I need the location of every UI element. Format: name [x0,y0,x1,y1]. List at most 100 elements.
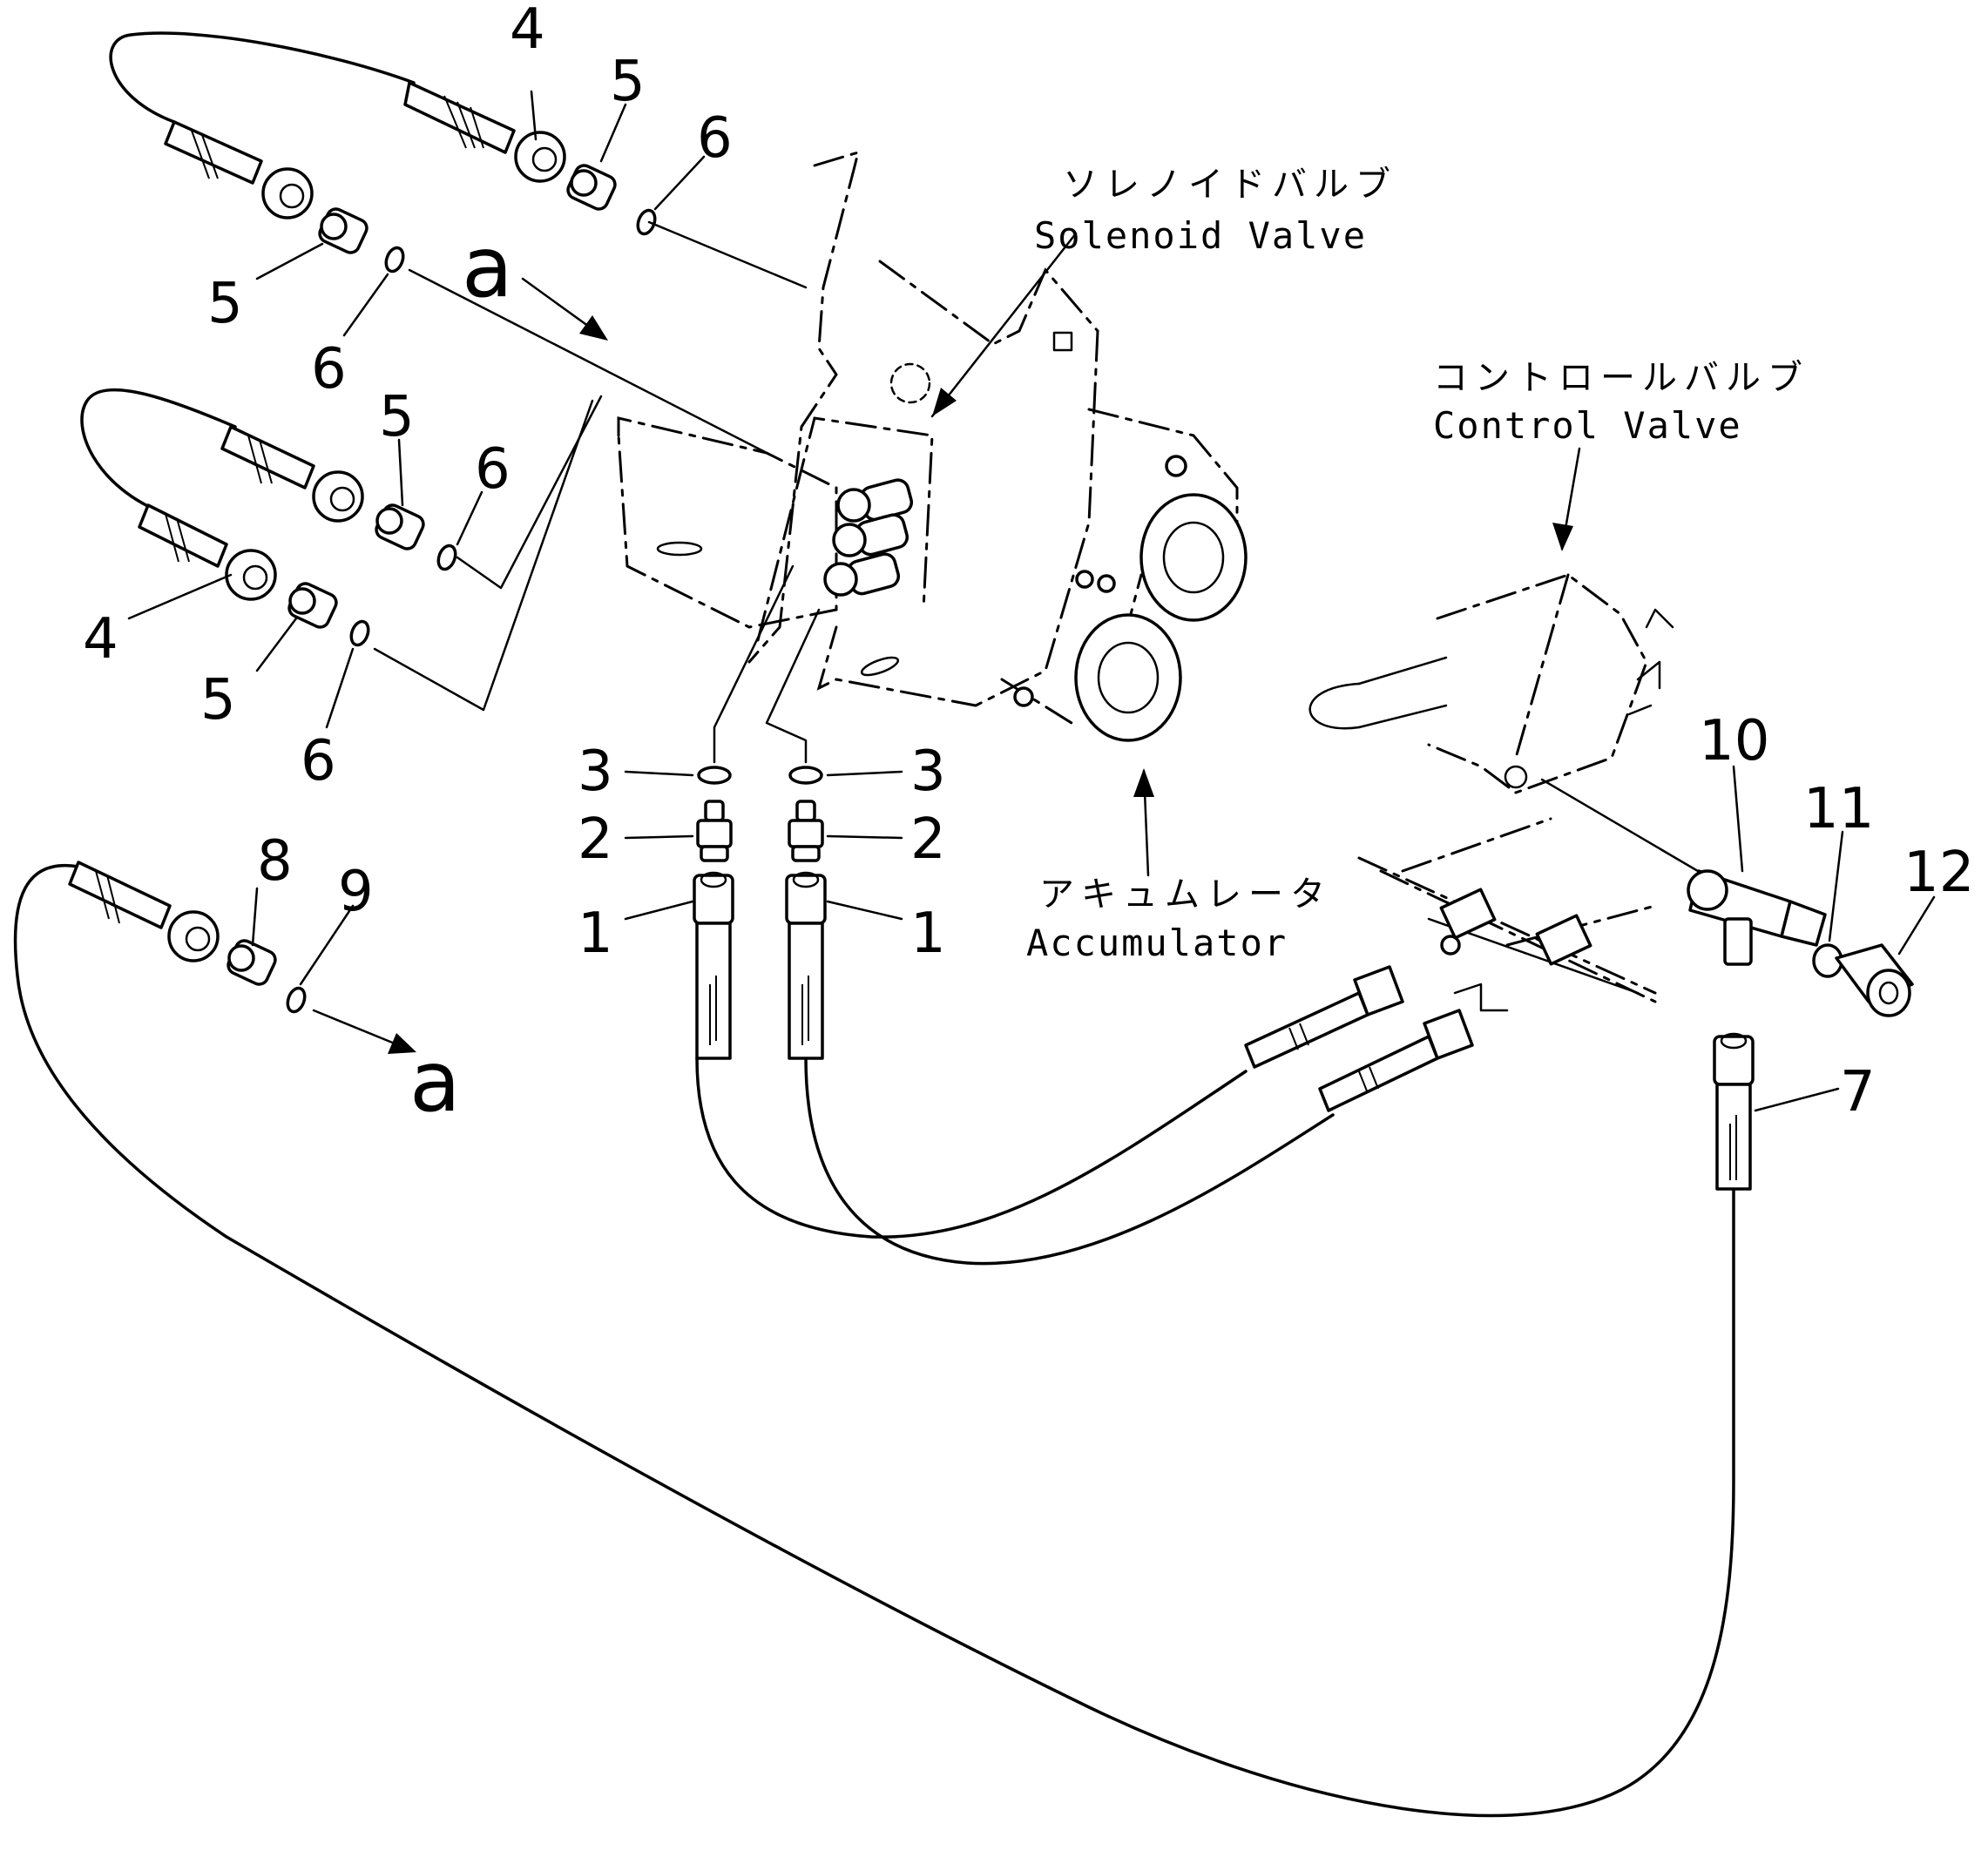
elbow-5-mid [375,503,425,550]
accumulator-bolt-3 [1097,574,1116,593]
hose-body [1318,1035,1439,1112]
label-accumulator-en: Accumulator [1026,922,1288,964]
accumulator-sphere-2-inner [1097,641,1160,714]
hose-body [1715,1083,1752,1191]
o-ring-3-left [697,766,732,785]
hose-hatch [165,513,190,563]
o-ring-6-lower [349,619,370,647]
leader-6-upper-left [342,273,389,337]
hose-nut-bore [792,871,820,888]
leader-5-upper-left [255,242,324,280]
frame-rail [1357,817,1657,1012]
valve-body [756,416,934,642]
rail-line-1 [1357,856,1657,1003]
bracket-slot-2 [860,656,900,677]
part-callouts: 4 5 6 5 6 5 6 4 5 6 8 9 3 3 2 2 1 1 10 1… [83,0,1974,1124]
callout-7: 7 [1840,1060,1876,1124]
hose-body [164,120,263,185]
hose-hatch [443,95,484,149]
callout-5-mid: 5 [379,385,415,449]
accumulator-body [1013,455,1248,742]
accumulator-bolt-2 [1075,570,1094,589]
leader-8 [251,887,259,947]
label-solenoid-jp: ソレノイドバルブ [1063,165,1397,205]
callout-5-top: 5 [610,50,646,114]
arrow-solenoid-line [930,232,1078,418]
leader-6-top [653,155,706,211]
leader-5-top [599,103,627,163]
callout-9: 9 [338,860,374,924]
accumulator-sphere-1-inner [1162,521,1225,594]
callout-6-mid: 6 [475,437,511,502]
connector-2-left [696,800,733,862]
o-ring-6-upper-left [384,246,405,273]
hose-nut [1713,1035,1755,1086]
callout-6-lower: 6 [301,729,336,793]
hose-hatch [1729,1115,1737,1180]
rail-line-2 [1401,817,1657,947]
leader-1-left [624,900,694,921]
o-ring-3-right [788,766,823,785]
conn-line-6low [373,399,594,712]
callout-11: 11 [1803,777,1874,841]
callout-1-right: 1 [910,901,946,966]
hose-hatch [191,130,219,179]
callout-10: 10 [1699,709,1769,773]
conn-line-3right [765,608,821,764]
rail-clamp-2 [1535,914,1592,966]
o-ring-6-mid [436,544,457,571]
control-valve-port [1504,765,1528,789]
hose-nut [312,470,364,523]
elbow-5-top [566,164,617,211]
hose-body [68,861,172,929]
control-valve-edge [1514,573,1570,760]
hose-line-1b [804,1057,1335,1266]
control-valve-assembly [1308,573,1674,794]
rail-bracket [1453,983,1509,1012]
hose-body [138,503,228,568]
hose-fitting-rail-1 [1244,965,1404,1069]
accumulator-sphere-2 [1074,613,1182,742]
hose-fitting-4-top [403,81,566,183]
callout-6-top: 6 [697,106,733,171]
bracket-plate-outline [816,329,1099,707]
hose-nut-bore [700,871,727,888]
callout-6-upper-left: 6 [311,337,347,402]
label-control-jp: コントロールバルブ [1433,358,1809,398]
tee-fitting-10 [1687,869,1827,966]
conn-line-3left [713,564,795,764]
leader-11 [1828,830,1844,942]
hose-hatch [247,435,273,484]
hose-loop-bottom [13,863,1735,1818]
hose-body [1244,991,1369,1069]
arrow-solenoid-head [932,388,957,416]
bracket-hole [889,362,931,404]
ref-mark-a-bottom: a [409,1033,461,1131]
leader-6-mid [456,490,483,546]
leader-4-mid [127,573,233,620]
hose-nut-bore [242,564,268,591]
callout-3-left: 3 [578,739,613,804]
elbow-5-lower [287,582,338,629]
rail-clamp-bolt [1440,935,1461,956]
hose-nut [261,167,314,219]
hose-fitting-8 [68,861,220,962]
hose-nut [1423,1009,1474,1060]
hose-fitting-1-right [785,871,827,1060]
hose-body [695,922,732,1060]
component-labels: ソレノイドバルブ Solenoid Valve コントロールバルブ Contro… [409,165,1809,1131]
bracket-slot-1 [656,541,703,557]
arrow-accumulator-head [1133,768,1154,797]
o-ring-6-top [636,208,657,236]
hose-nut [514,131,566,183]
arrow-a-top-head [579,315,608,341]
leader-1-right [826,900,903,921]
bracket-square [1052,331,1073,352]
elbow-5-upper-left [318,207,369,254]
hose-nut-bore [185,926,211,952]
accumulator-bolt-4 [1013,686,1034,707]
hose-fitting-upper-left [164,120,314,219]
leader-10 [1732,765,1744,873]
hose-hatch [1288,1023,1309,1050]
